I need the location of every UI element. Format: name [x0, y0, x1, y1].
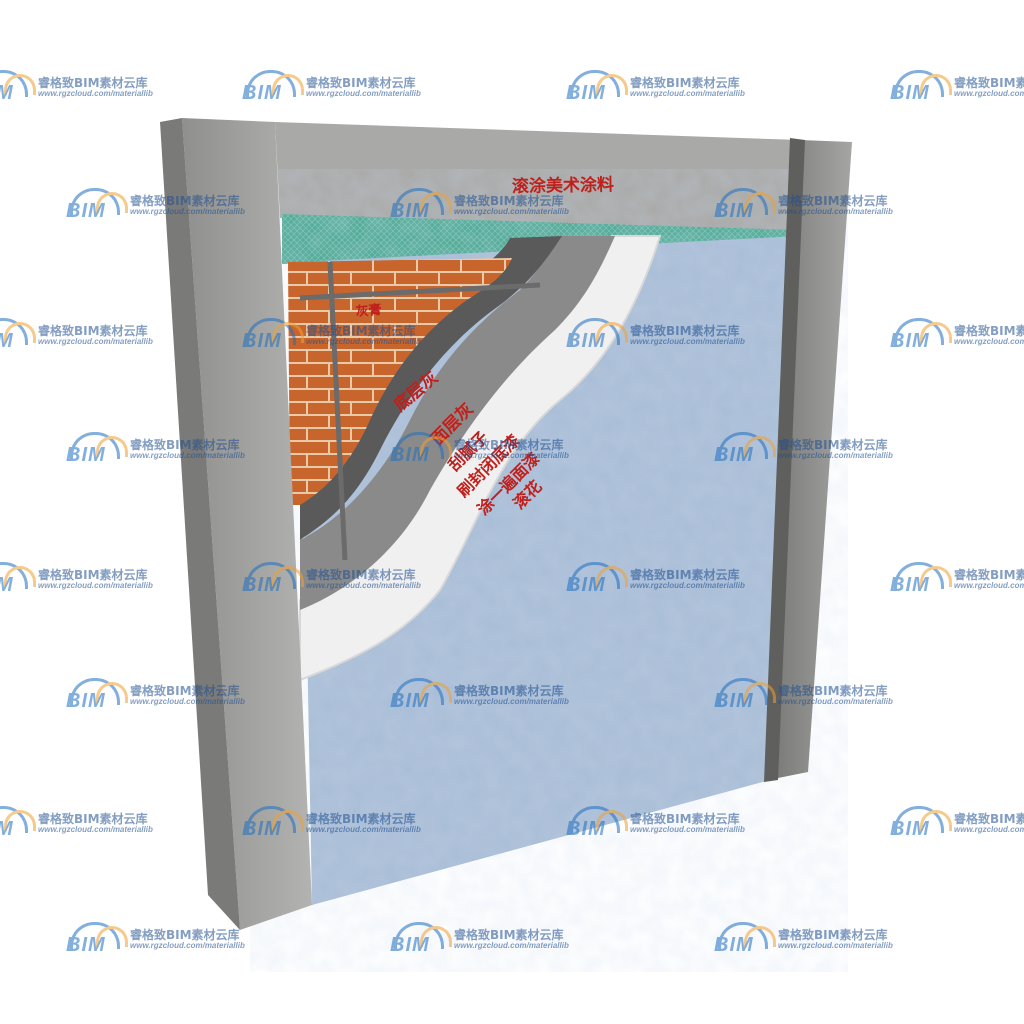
label-brick: 灰膏	[355, 302, 382, 320]
right-column-face	[768, 140, 852, 780]
label-top-coating: 滚涂美术涂料	[512, 174, 614, 197]
top-concrete-band	[275, 122, 800, 235]
steel-tie	[299, 261, 541, 561]
base-plaster-layer	[300, 236, 562, 540]
right-column-edge	[764, 138, 805, 782]
finish-plaster-layer	[300, 236, 615, 610]
left-column-side	[160, 118, 240, 930]
brick-layer	[288, 258, 512, 505]
left-column-face	[182, 118, 312, 930]
